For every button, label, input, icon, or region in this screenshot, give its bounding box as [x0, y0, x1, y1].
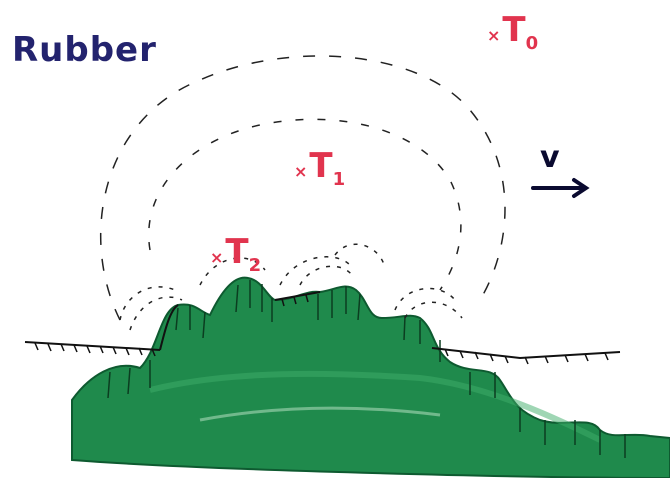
temperature-subscript: 1 [332, 168, 346, 190]
inner-contour-left [119, 286, 176, 321]
outer-contour [99, 55, 506, 321]
temperature-label-t2: ×T2 [210, 232, 261, 276]
temperature-contours [99, 55, 506, 331]
temperature-subscript: 2 [248, 254, 262, 276]
temperature-label-t0: ×T0 [487, 10, 538, 54]
point-marker: × [487, 26, 501, 45]
temperature-symbol: T [309, 146, 333, 186]
inner-contour-mid-2 [279, 256, 351, 286]
road-highlight-2 [199, 406, 441, 422]
temperature-symbol: T [502, 10, 526, 50]
temperature-label-t1: ×T1 [294, 146, 345, 190]
velocity-arrow [531, 178, 590, 198]
inner-contour-mid-3 [299, 265, 353, 286]
inner-contour-right-1 [394, 287, 456, 311]
rubber-boundary [24, 291, 621, 365]
point-marker: × [294, 162, 308, 181]
road-highlight [149, 370, 602, 443]
temperature-symbol: T [225, 232, 249, 272]
material-label: Rubber [12, 30, 157, 70]
point-marker: × [210, 248, 224, 267]
road-hatching [107, 280, 626, 458]
velocity-label: v [540, 140, 560, 175]
temperature-subscript: 0 [525, 32, 539, 54]
middle-contour [148, 118, 462, 291]
inner-contour-mid-4 [334, 243, 386, 269]
